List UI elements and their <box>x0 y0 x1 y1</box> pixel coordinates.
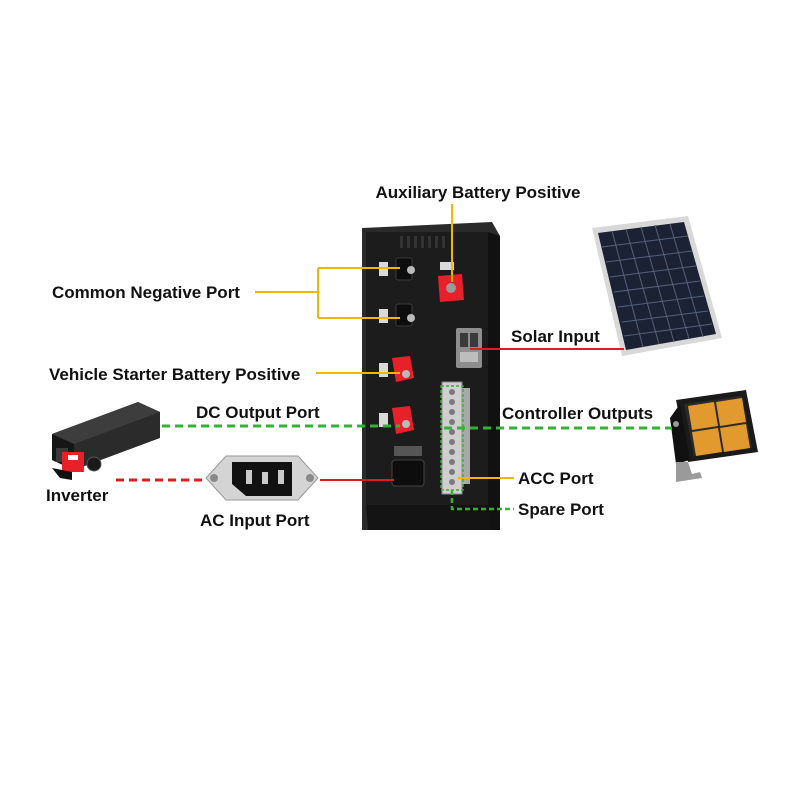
negative-terminal-top <box>395 257 415 281</box>
solar-panel-icon <box>592 216 722 356</box>
inverter-icon <box>52 402 160 480</box>
label-dc-output-port: DC Output Port <box>196 403 320 422</box>
work-light-icon <box>670 390 758 482</box>
solar-connector <box>456 328 482 368</box>
power-unit-icon <box>362 222 500 530</box>
label-spare-port: Spare Port <box>518 500 604 519</box>
label-ac-input-port: AC Input Port <box>200 511 310 530</box>
unit-ac-inlet <box>391 446 425 487</box>
starter-positive-terminal <box>392 356 414 382</box>
negative-terminal-bottom <box>395 303 415 327</box>
aux-positive-terminal <box>438 262 464 302</box>
label-aux-battery-positive: Auxiliary Battery Positive <box>375 183 580 202</box>
terminal-block <box>441 381 470 495</box>
label-solar-input: Solar Input <box>511 327 600 346</box>
leader-spare-port <box>450 490 514 511</box>
label-controller-outputs: Controller Outputs <box>502 404 653 423</box>
label-acc-port: ACC Port <box>518 469 594 488</box>
label-common-negative-port: Common Negative Port <box>52 283 240 302</box>
label-vehicle-starter-battery-positive: Vehicle Starter Battery Positive <box>49 365 300 384</box>
leader-common-negative <box>255 267 400 319</box>
ac-inlet-icon <box>205 455 319 501</box>
label-inverter: Inverter <box>46 486 109 505</box>
